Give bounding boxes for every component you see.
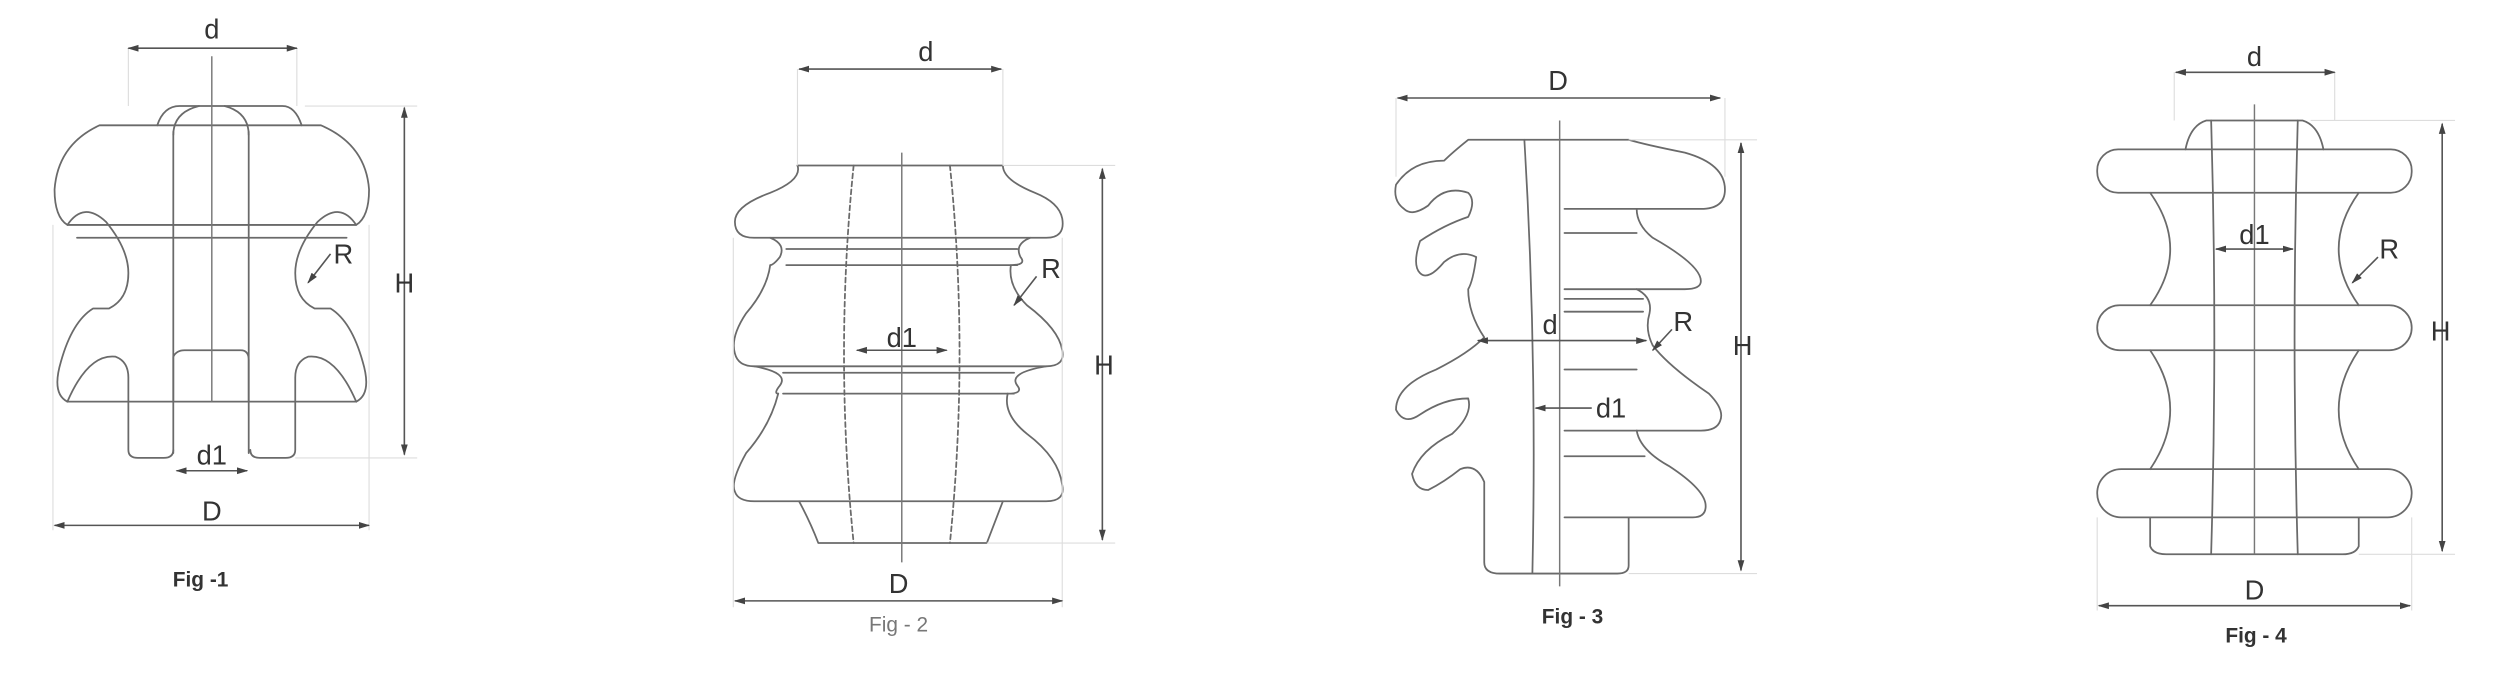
fig4-D-label: D bbox=[2245, 574, 2265, 605]
figure-2: d H R d1 D Fig - 2 bbox=[732, 36, 1116, 636]
fig2-outline bbox=[732, 69, 1116, 608]
fig4-d-label: d bbox=[2247, 41, 2262, 72]
fig2-d-label: d bbox=[918, 36, 933, 67]
fig3-hatched-section bbox=[1394, 138, 1535, 575]
fig3-outline bbox=[1394, 98, 1758, 587]
fig1-r-leader bbox=[307, 253, 332, 284]
fig4-caption: Fig - 4 bbox=[2225, 625, 2287, 648]
fig1-d-label: d bbox=[204, 14, 219, 45]
fig3-r-leader bbox=[1651, 328, 1673, 352]
fig2-d1-label: d1 bbox=[887, 322, 917, 353]
fig4-h-label: H bbox=[2431, 316, 2451, 347]
fig1-caption: Fig -1 bbox=[173, 568, 229, 591]
fig3-caption: Fig - 3 bbox=[1542, 605, 1603, 628]
figure-3: D H d R d1 Fig - 3 bbox=[1394, 65, 1758, 628]
fig4-r-label: R bbox=[2379, 234, 2399, 265]
fig3-d1-label: d1 bbox=[1596, 393, 1626, 424]
fig2-caption: Fig - 2 bbox=[869, 613, 928, 636]
fig4-r-leader bbox=[2351, 256, 2379, 284]
fig3-h-label: H bbox=[1733, 330, 1753, 361]
fig2-r-label: R bbox=[1041, 253, 1061, 284]
fig2-h-label: H bbox=[1094, 349, 1114, 380]
fig1-h-label: H bbox=[395, 267, 415, 298]
fig3-D-label: D bbox=[1548, 65, 1568, 96]
figure-1: d H R d1 D Fig -1 bbox=[52, 14, 418, 591]
fig4-outline bbox=[2096, 72, 2456, 611]
fig3-d-label: d bbox=[1542, 309, 1557, 340]
figure-4: d d1 R H D Fig - 4 bbox=[2096, 41, 2456, 648]
fig3-r-label: R bbox=[1673, 306, 1693, 337]
fig1-d1-label: d1 bbox=[197, 439, 227, 470]
fig1-D-label: D bbox=[202, 496, 222, 527]
fig1-r-label: R bbox=[334, 238, 354, 269]
fig4-d1-label: d1 bbox=[2239, 219, 2269, 250]
fig2-r-leader bbox=[1013, 275, 1038, 307]
fig1-outline bbox=[52, 48, 418, 531]
fig2-D-label: D bbox=[889, 568, 909, 599]
